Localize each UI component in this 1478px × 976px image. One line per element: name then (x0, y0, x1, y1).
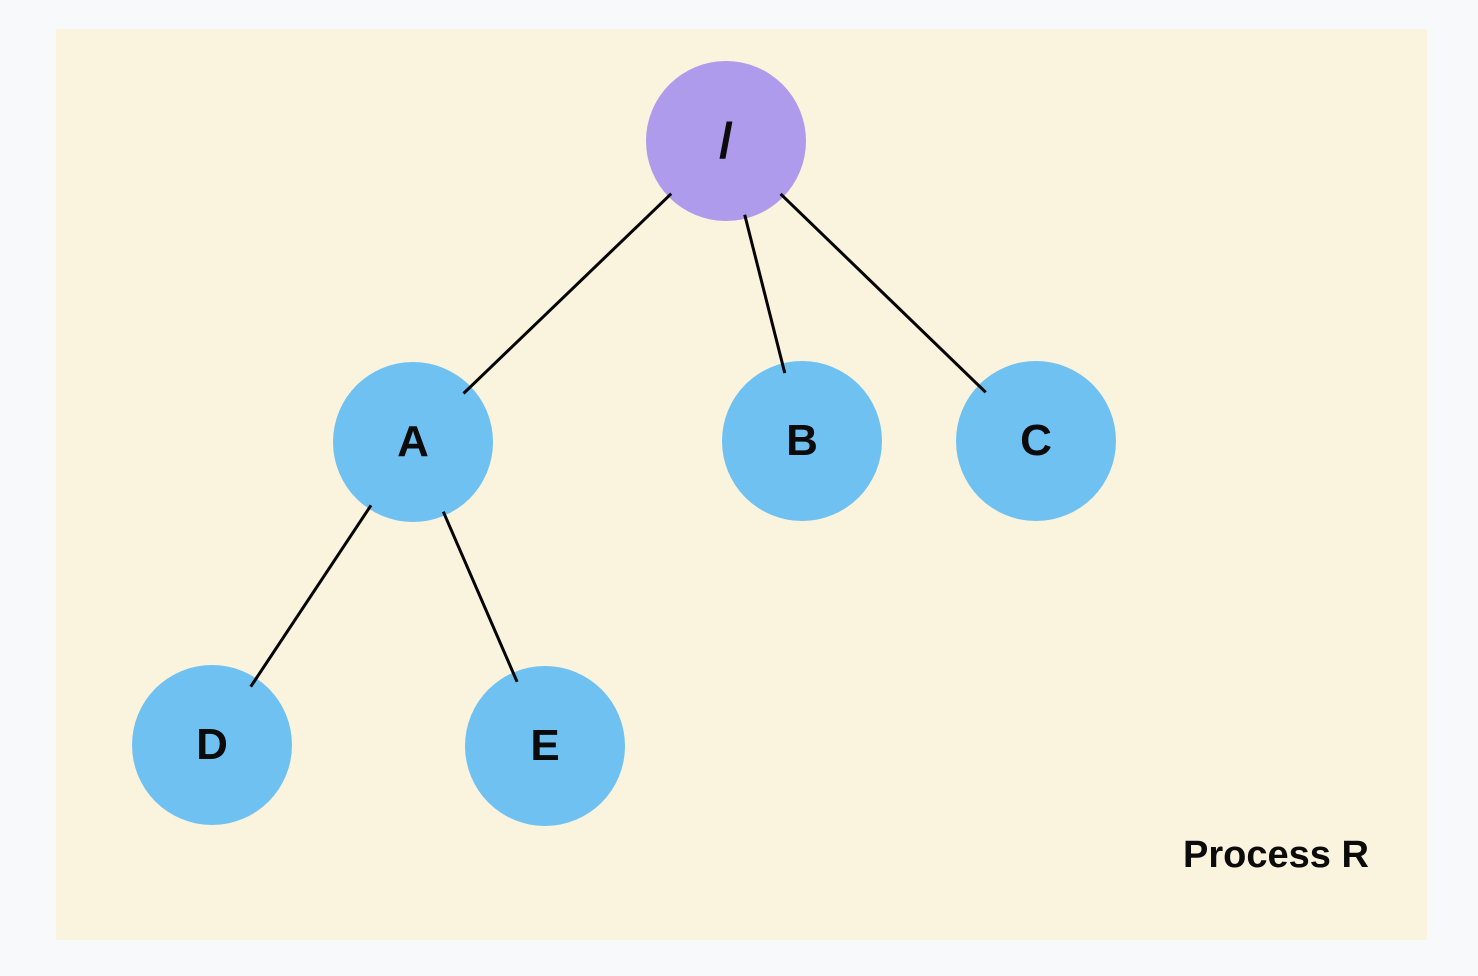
tree-node-d: D (132, 665, 292, 825)
tree-node-label-d: D (196, 720, 228, 769)
tree-node-label-a: A (397, 417, 429, 466)
tree-node-root: / (646, 61, 806, 221)
tree-node-c: C (956, 361, 1116, 521)
tree-node-e: E (465, 666, 625, 826)
diagram-caption: Process R (1183, 834, 1369, 876)
tree-node-label-c: C (1020, 416, 1052, 465)
tree-node-b: B (722, 361, 882, 521)
tree-node-a: A (333, 362, 493, 522)
tree-node-label-e: E (530, 721, 560, 770)
tree-node-label-b: B (786, 416, 818, 465)
tree-node-label-root: / (719, 113, 733, 169)
